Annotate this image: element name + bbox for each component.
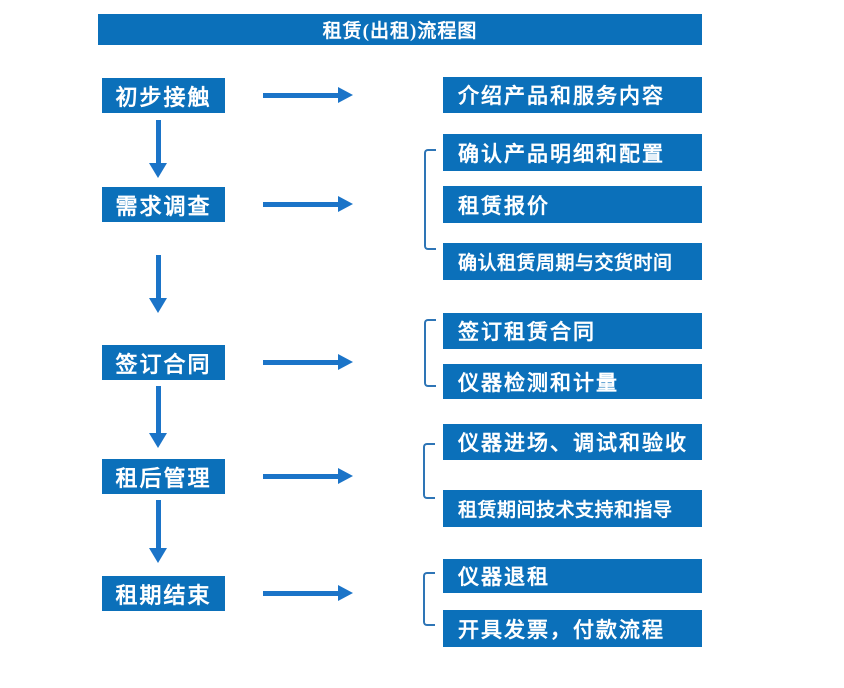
step-label: 仪器退租 (458, 565, 550, 589)
stage-label: 租后管理 (115, 465, 212, 491)
step-box-instrument-return: 仪器退租 (443, 559, 702, 593)
arrow-head (338, 196, 353, 212)
arrow-shaft (263, 201, 341, 207)
arrow-shaft (155, 255, 161, 300)
step-box-instrument-testing: 仪器检测和计量 (443, 364, 702, 399)
step-box-introduce-products: 介绍产品和服务内容 (443, 77, 702, 113)
right-arrow-icon (263, 583, 353, 603)
down-arrow-icon (149, 120, 167, 178)
step-box-instrument-entry: 仪器进场、调试和验收 (443, 424, 702, 460)
group-bracket (423, 572, 435, 626)
arrow-shaft (263, 359, 341, 365)
step-box-confirm-details: 确认产品明细和配置 (443, 134, 702, 171)
down-arrow-icon (149, 500, 167, 563)
step-box-confirm-period: 确认租赁周期与交货时间 (443, 243, 702, 280)
right-arrow-icon (263, 194, 353, 214)
step-label: 仪器进场、调试和验收 (458, 431, 688, 455)
stage-label: 初步接触 (115, 84, 212, 110)
right-arrow-icon (263, 85, 353, 105)
arrow-head (338, 585, 353, 601)
step-label: 确认租赁周期与交货时间 (458, 253, 673, 274)
step-label: 开具发票，付款流程 (458, 617, 665, 642)
stage-box-initial-contact: 初步接触 (102, 78, 225, 113)
group-bracket (423, 443, 435, 499)
step-box-tech-support: 租赁期间技术支持和指导 (443, 490, 702, 527)
right-arrow-icon (263, 466, 353, 486)
stage-box-post-rental: 租后管理 (102, 459, 225, 494)
group-bracket (424, 149, 436, 250)
arrow-shaft (263, 92, 341, 98)
arrow-head (149, 433, 167, 448)
step-label: 签订租赁合同 (458, 320, 596, 344)
arrow-head (149, 548, 167, 563)
down-arrow-icon (149, 255, 167, 313)
stage-label: 签订合同 (115, 351, 212, 377)
step-label: 租赁报价 (458, 193, 550, 218)
stage-label: 租期结束 (115, 582, 212, 608)
arrow-head (338, 354, 353, 370)
arrow-head (338, 87, 353, 103)
group-bracket (424, 319, 436, 387)
step-label: 介绍产品和服务内容 (458, 84, 665, 108)
arrow-head (149, 298, 167, 313)
stage-box-sign-contract: 签订合同 (102, 345, 225, 380)
title-banner: 租赁(出租)流程图 (98, 14, 702, 45)
step-label: 租赁期间技术支持和指导 (458, 500, 673, 521)
arrow-head (338, 468, 353, 484)
arrow-shaft (263, 473, 341, 479)
stage-box-demand-survey: 需求调查 (102, 187, 225, 222)
stage-label: 需求调查 (115, 193, 212, 219)
step-label: 仪器检测和计量 (458, 370, 619, 395)
page-title: 租赁(出租)流程图 (322, 21, 478, 42)
step-box-sign-rental-contract: 签订租赁合同 (443, 313, 702, 349)
down-arrow-icon (149, 386, 167, 448)
right-arrow-icon (263, 352, 353, 372)
stage-box-rental-end: 租期结束 (102, 576, 225, 611)
arrow-shaft (263, 590, 341, 596)
step-label: 确认产品明细和配置 (458, 141, 665, 166)
arrow-shaft (155, 386, 161, 435)
arrow-shaft (155, 500, 161, 550)
step-box-invoice-payment: 开具发票，付款流程 (443, 610, 702, 647)
arrow-head (149, 163, 167, 178)
step-box-rental-quote: 租赁报价 (443, 186, 702, 223)
arrow-shaft (155, 120, 161, 165)
